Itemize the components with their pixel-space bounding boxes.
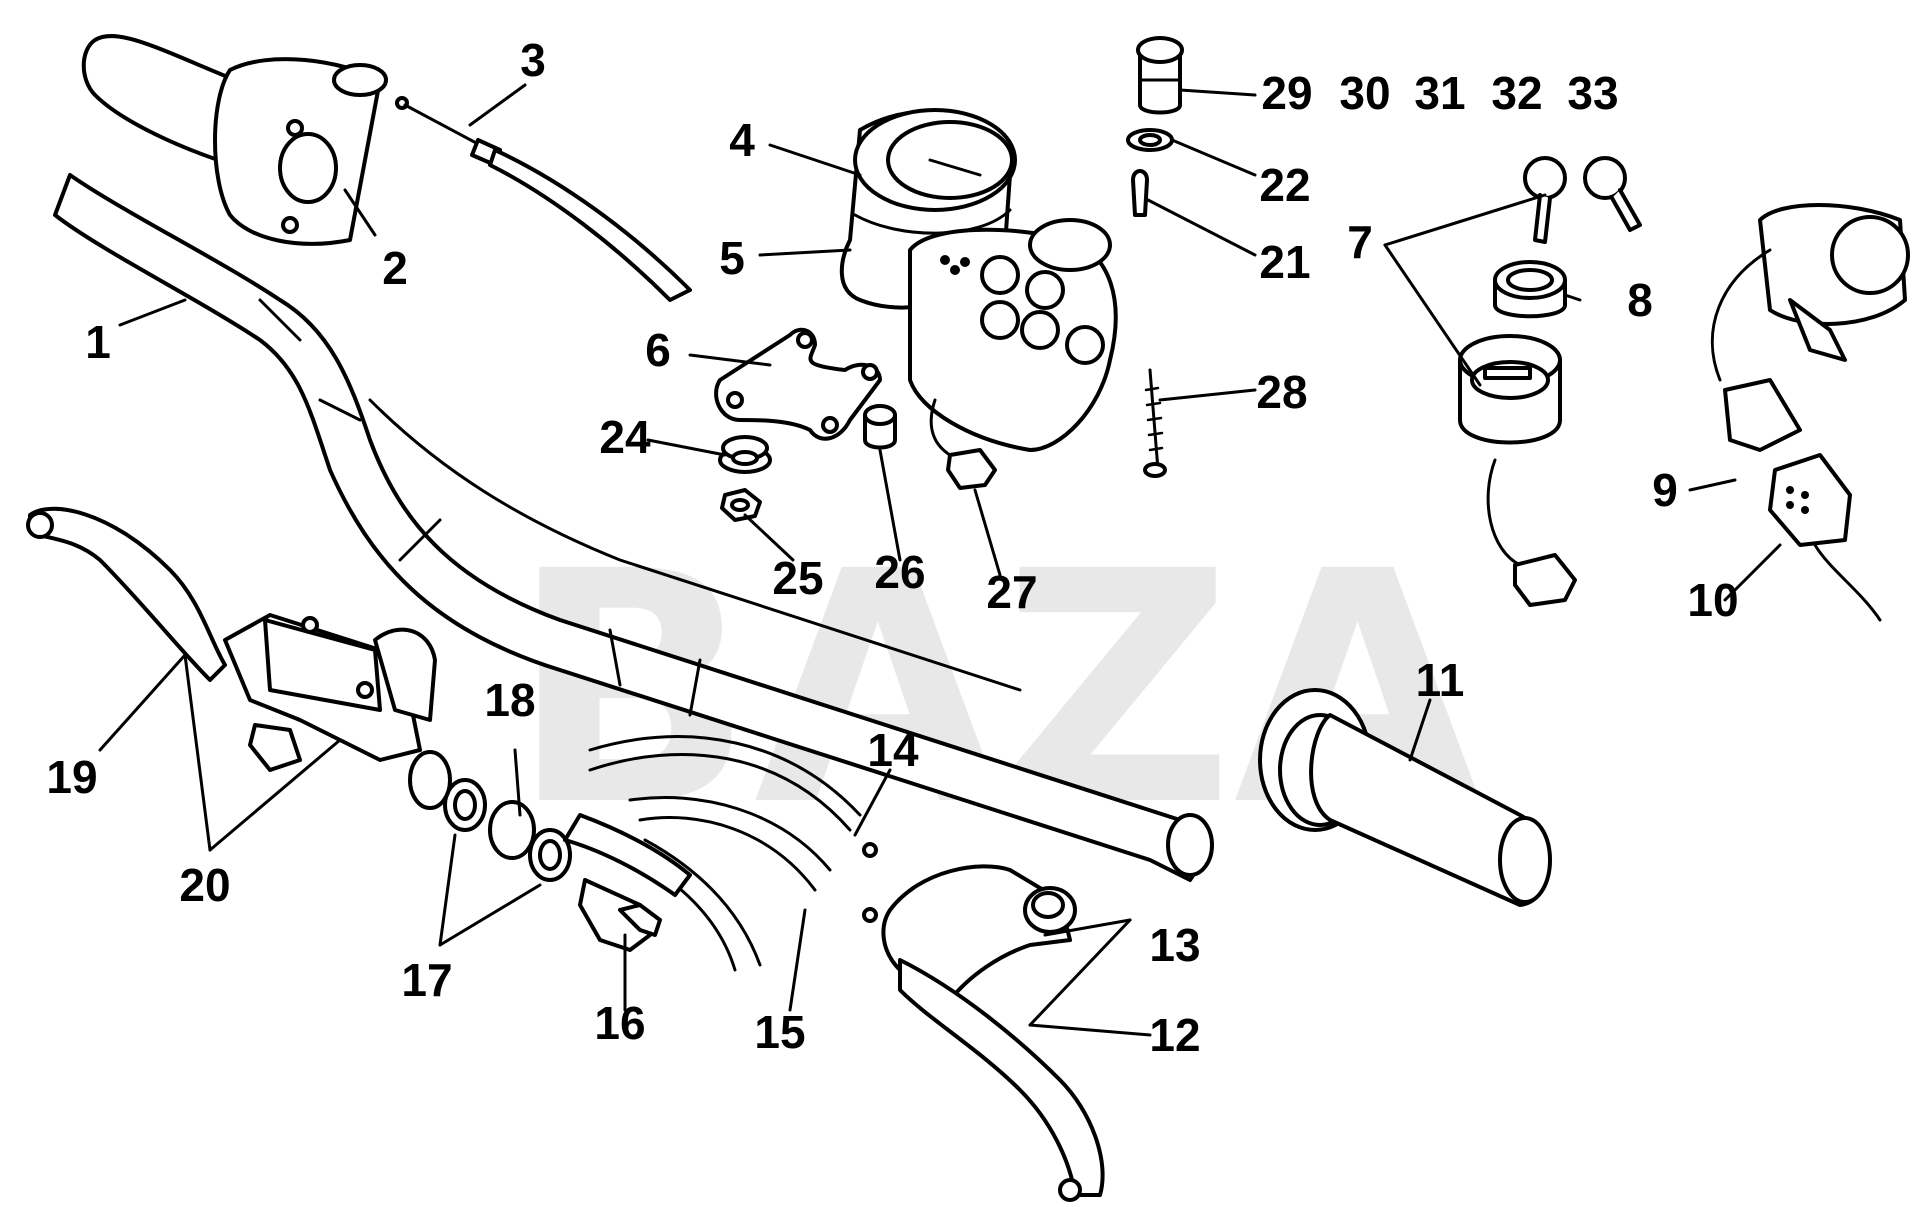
callout-22: 22 [1259,159,1310,211]
indicator-light-panel [908,218,1118,490]
callout-31: 31 [1414,67,1465,119]
callout-24: 24 [599,411,651,463]
banjo-fittings [443,778,692,952]
throttle-cable [395,96,692,302]
handlebar [53,173,1214,882]
callout-3: 3 [520,34,546,86]
washer [1126,128,1174,152]
throttle-grip [81,34,388,246]
callout-4: 4 [729,114,755,166]
callout-28: 28 [1256,366,1307,418]
callout-10: 10 [1687,574,1738,626]
callout-1: 1 [85,316,111,368]
bulb [1131,169,1149,217]
callout-9: 9 [1652,464,1678,516]
callout-labels: 1 2 3 4 5 6 7 8 9 10 11 12 13 14 15 16 1… [46,34,1738,1061]
callout-11: 11 [1416,654,1465,706]
callout-7: 7 [1347,216,1373,268]
callout-26: 26 [874,546,925,598]
spacer [863,404,897,450]
nut [720,488,762,522]
callout-29: 29 [1261,67,1312,119]
callout-25: 25 [772,552,823,604]
callout-21: 21 [1259,236,1310,288]
callout-30: 30 [1339,67,1390,119]
callout-2: 2 [382,242,408,294]
ignition-switch [1458,156,1642,607]
callout-13: 13 [1149,919,1200,971]
rubber-grommet [718,435,772,474]
light-switch-unit [1710,203,1910,622]
callout-12: 12 [1149,1009,1200,1061]
callout-27: 27 [986,566,1037,618]
callout-15: 15 [754,1006,805,1058]
screw [1143,368,1167,478]
callout-16: 16 [594,997,645,1049]
callout-8: 8 [1627,274,1653,326]
clutch-lever-assembly [881,864,1105,1202]
callout-6: 6 [645,324,671,376]
ring-nut [1493,260,1567,319]
brake-master-cylinder [26,506,452,810]
bulb-holder [1136,36,1184,115]
callout-14: 14 [867,724,919,776]
left-grip [1258,688,1552,907]
callout-5: 5 [719,232,745,284]
callout-18: 18 [484,674,535,726]
callout-19: 19 [46,751,97,803]
callout-20: 20 [179,859,230,911]
callout-17: 17 [401,954,452,1006]
callout-33: 33 [1567,67,1618,119]
leader-lines [98,83,1782,1037]
callout-32: 32 [1491,67,1542,119]
mounting-bracket [714,327,882,441]
